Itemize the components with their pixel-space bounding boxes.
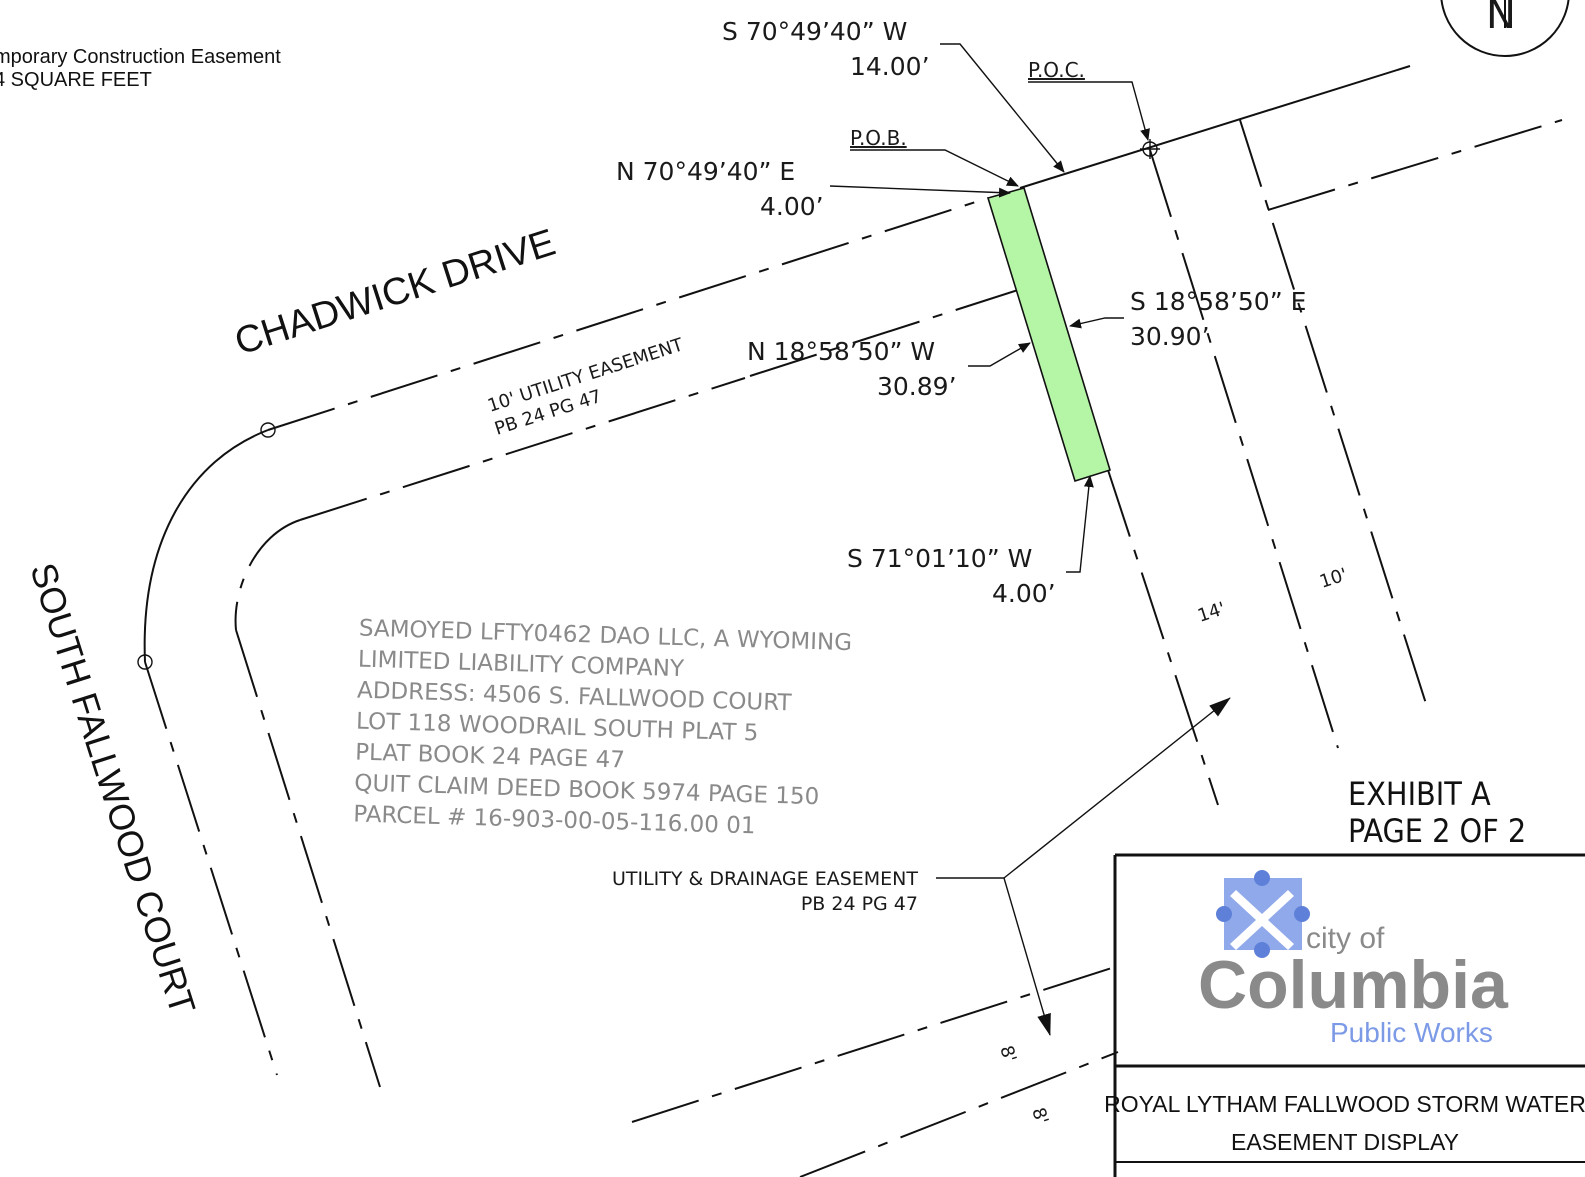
fallwood-row-dashed (144, 661, 278, 1076)
logo-small-text: city of (1306, 922, 1385, 955)
exhibit-label: EXHIBIT A (1348, 775, 1491, 813)
utility-easement-curve (234, 519, 301, 631)
call-1-distance: 14.00’ (850, 52, 930, 81)
drainage-leader-down (1003, 877, 1051, 1036)
fallwood-court-label: SOUTH FALLWOOD COURT (22, 558, 203, 1019)
temporary-construction-easement (986, 187, 1111, 483)
call-2-distance: 4.00’ (760, 192, 824, 221)
drainage-easement-line-b (1239, 119, 1429, 711)
drainage-easement-ref: PB 24 PG 47 (801, 893, 918, 915)
lot-line (1107, 469, 1219, 806)
logo-dept-text: Public Works (1330, 1017, 1493, 1048)
drainage-easement-line-c (1267, 119, 1563, 211)
title-block: city of Columbia Public Works ROYAL LYTH… (1104, 853, 1585, 1177)
call-3-leader (1069, 317, 1124, 329)
call-3-bearing: S 18°58’50” E (1130, 287, 1306, 316)
drainage-easement-label: UTILITY & DRAINAGE EASEMENT (612, 868, 918, 890)
owner-block: SAMOYED LFTY0462 DAO LLC, A WYOMING LIMI… (353, 616, 852, 840)
north-arrow-icon: N (1440, 0, 1570, 57)
logo-big-text: Columbia (1198, 947, 1509, 1023)
call-2-leader (829, 185, 1011, 198)
north-letter: N (1486, 0, 1516, 38)
row-monument-2 (137, 654, 153, 670)
chadwick-drive-label: CHADWICK DRIVE (230, 222, 560, 364)
drainage-easement-line-a (1149, 149, 1339, 749)
call-3-distance: 30.90’ (1130, 322, 1210, 351)
chadwick-row-line (1019, 65, 1411, 189)
utility-easement-line-c (235, 629, 381, 1088)
owner-line-2: LIMITED LIABILITY COMPANY (358, 646, 686, 682)
call-5-distance: 4.00’ (992, 579, 1056, 608)
city-logo: city of Columbia Public Works (1198, 870, 1509, 1048)
exhibit-page: PAGE 2 OF 2 (1348, 812, 1526, 850)
utility-easement-line-b (299, 377, 746, 521)
chadwick-row-dashed (267, 197, 989, 431)
call-5-bearing: S 71°01’10” W (847, 544, 1032, 573)
call-4-distance: 30.89’ (877, 372, 957, 401)
call-1-bearing: S 70°49’40” W (722, 17, 907, 46)
call-4-bearing: N 18°58’50” W (747, 337, 935, 366)
poc-label: P.O.C. (1028, 58, 1085, 82)
legend-line-2: 4 SQUARE FEET (0, 69, 152, 91)
row-corner-curve (143, 429, 269, 663)
utility-easement-line-a (749, 289, 1019, 377)
width-8a-label: 8' (995, 1043, 1020, 1065)
legend-line-1: mporary Construction Easement (0, 46, 281, 68)
owner-line-5: PLAT BOOK 24 PAGE 47 (355, 739, 625, 773)
width-8b-label: 8' (1027, 1105, 1052, 1127)
row-monument-1 (260, 422, 276, 438)
width-14-label: 14' (1195, 598, 1228, 627)
project-title: ROYAL LYTHAM FALLWOOD STORM WATER (1104, 1091, 1585, 1117)
poc-leader (1028, 81, 1150, 141)
pob-label: P.O.B. (850, 126, 907, 150)
call-2-bearing: N 70°49’40” E (616, 157, 795, 186)
call-5-leader (1066, 475, 1094, 573)
call-1-leader (940, 43, 1065, 173)
width-10-label: 10' (1317, 564, 1350, 593)
pob-leader (850, 149, 1019, 187)
sheet-title: EASEMENT DISPLAY (1231, 1129, 1459, 1155)
drainage-leader-up (1003, 697, 1231, 879)
bottom-easement-line-b (799, 1051, 1119, 1177)
bottom-easement-line-a (631, 965, 1119, 1123)
owner-line-7: PARCEL # 16-903-00-05-116.00 01 (353, 801, 756, 839)
call-4-leader (968, 342, 1031, 367)
